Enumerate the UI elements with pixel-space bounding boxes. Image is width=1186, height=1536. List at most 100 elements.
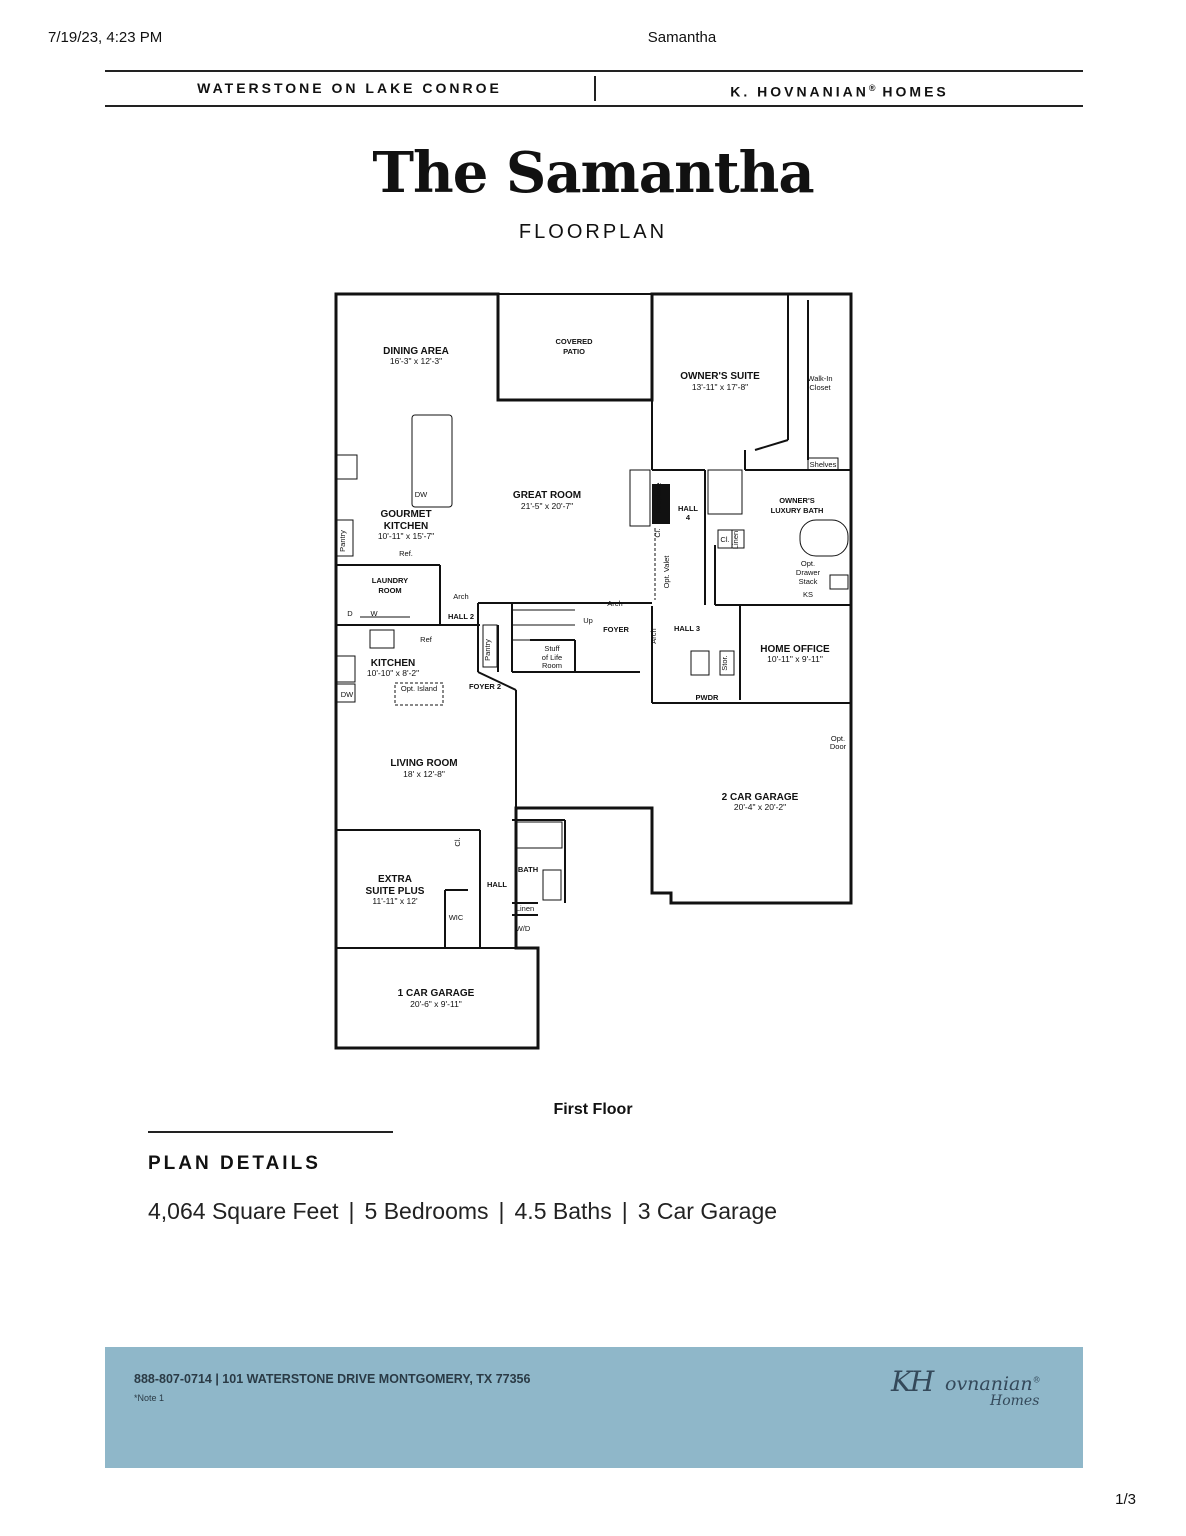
label-dryer: D: [347, 609, 353, 618]
optional-items: [394, 528, 656, 706]
label-stairs-up: Up: [583, 616, 593, 625]
label-shelves: Shelves: [810, 460, 837, 469]
label-wd: W/D: [516, 924, 531, 933]
room-name-patio-1: COVERED: [555, 337, 593, 346]
print-date: 7/19/23, 4:23 PM: [48, 29, 163, 46]
label-wic: WIC: [449, 913, 464, 922]
label-pwdr: PWDR: [696, 693, 719, 702]
label-opt-drawer-1: Opt.: [801, 559, 815, 568]
room-name-2-car-garage: 2 CAR GARAGE: [722, 792, 799, 803]
label-dw-1: DW: [415, 490, 428, 499]
room-name-gourmet-2: KITCHEN: [384, 521, 428, 532]
room-name-luxbath-2: LUXURY BATH: [771, 506, 824, 515]
stat-separator: |: [498, 1198, 505, 1224]
label-hall4-a: HALL: [678, 504, 698, 513]
floorplan-caption: First Floor: [553, 1101, 633, 1118]
label-opt-door-2: Door: [830, 742, 847, 751]
stat-bedrooms: 5 Bedrooms: [364, 1198, 489, 1224]
header-bar: WATERSTONE ON LAKE CONROE K. HOVNANIAN® …: [105, 70, 1083, 107]
label-arch-3: Arch: [649, 628, 658, 643]
room-name-laundry-1: LAUNDRY: [372, 576, 408, 585]
page-subtitle: FLOORPLAN: [518, 221, 668, 243]
logo-ovnanian: ovnanian®: [945, 1373, 1041, 1395]
label-bath: BATH: [518, 865, 538, 874]
label-stuff-3: Room: [542, 661, 562, 670]
room-dims-great-room: 21'-5" x 20'-7": [521, 501, 573, 511]
floorplan-drawing: DINING AREA 16'-3" x 12'-3" COVERED PATI…: [334, 292, 853, 1050]
label-washer: W: [370, 609, 378, 618]
logo-homes: Homes: [990, 1393, 1040, 1409]
room-dims-extra-suite: 11'-11" x 12': [372, 896, 418, 906]
label-hall4-b: 4: [686, 513, 691, 522]
print-page-number: 1/3: [1115, 1491, 1136, 1508]
label-dw-2: DW: [341, 690, 354, 699]
community-name: WATERSTONE ON LAKE CONROE: [197, 80, 502, 96]
room-name-walkin-1: Walk-In: [807, 374, 832, 383]
exterior-walls: [334, 292, 853, 1050]
room-name-owners-suite: OWNER'S SUITE: [680, 371, 760, 382]
label-foyer2: FOYER 2: [469, 682, 501, 691]
label-opt-drawer-2: Drawer: [796, 568, 821, 577]
builder-logo: KH ovnanian® Homes: [891, 1365, 1051, 1410]
room-name-hall3: HALL 3: [674, 624, 700, 633]
label-stuff-2: of Life: [542, 653, 562, 662]
label-ref-2: Ref: [420, 635, 433, 644]
label-closet-1: Cl.: [653, 528, 662, 537]
room-dims-1-car-garage: 20'-6" x 9'-11": [410, 999, 462, 1009]
page-title: The Samantha: [372, 140, 814, 206]
label-arch-1: Arch: [453, 592, 468, 601]
label-opt-door-1: Opt.: [831, 734, 845, 743]
interior-walls: [336, 293, 851, 949]
room-name-dining: DINING AREA: [383, 346, 449, 357]
label-opt-island: Opt. Island: [401, 684, 437, 693]
label-hall: HALL: [487, 880, 507, 889]
label-storage: Stor.: [720, 655, 729, 670]
footer-contact: 888-807-0714 | 101 WATERSTONE DRIVE MONT…: [134, 1372, 531, 1386]
room-name-extra-suite-1: EXTRA: [378, 874, 412, 885]
footer-banner: 888-807-0714 | 101 WATERSTONE DRIVE MONT…: [105, 1347, 1083, 1468]
stat-garage: 3 Car Garage: [637, 1198, 778, 1224]
stat-square-feet: 4,064 Square Feet: [148, 1198, 339, 1224]
room-name-luxbath-1: OWNER'S: [779, 496, 815, 505]
label-opt-drawer-3: Stack: [799, 577, 818, 586]
footer-note: *Note 1: [134, 1393, 165, 1403]
room-dims-dining: 16'-3" x 12'-3": [390, 356, 442, 366]
stat-separator: |: [348, 1198, 355, 1224]
label-stuff-1: Stuff: [544, 644, 560, 653]
room-name-patio-2: PATIO: [563, 347, 585, 356]
builder-name: K. HOVNANIAN® HOMES: [730, 83, 949, 100]
room-name-great-room: GREAT ROOM: [513, 490, 581, 501]
room-name-laundry-2: ROOM: [378, 586, 401, 595]
print-title: Samantha: [647, 29, 717, 46]
room-name-foyer: FOYER: [603, 625, 629, 634]
room-name-walkin-2: Closet: [809, 383, 831, 392]
fixtures: [336, 414, 849, 901]
label-opt-valet: Opt. Valet: [662, 555, 671, 589]
room-dims-2-car-garage: 20'-4" x 20'-2": [734, 802, 786, 812]
label-ref-1: Ref.: [399, 549, 413, 558]
room-dims-gourmet: 10'-11" x 15'-7": [378, 531, 434, 541]
room-dims-living-room: 18' x 12'-8": [403, 769, 445, 779]
stat-separator: |: [621, 1198, 628, 1224]
label-ks: KS: [803, 590, 813, 599]
room-dims-owners-suite: 13'-11" x 17'-8": [692, 382, 748, 392]
label-pantry-1: Pantry: [338, 530, 347, 552]
room-dims-home-office: 10'-11" x 9'-11": [767, 654, 823, 664]
label-arch-2: Arch: [607, 599, 622, 608]
room-dims-kitchen: 10'-10" x 8'-2": [367, 668, 419, 678]
label-closet-2: Cl.: [720, 535, 729, 544]
room-name-extra-suite-2: SUITE PLUS: [366, 886, 425, 897]
room-name-1-car-garage: 1 CAR GARAGE: [398, 988, 475, 999]
label-linen-2: Linen: [516, 904, 534, 913]
stat-baths: 4.5 Baths: [514, 1198, 612, 1224]
room-name-living-room: LIVING ROOM: [390, 758, 457, 769]
fireplace-block: [652, 484, 670, 524]
header-divider: [594, 76, 596, 101]
label-linen-1: Linen: [731, 531, 740, 549]
room-name-gourmet-1: GOURMET: [380, 509, 431, 520]
label-hall2: HALL 2: [448, 612, 474, 621]
label-closet-3: Cl.: [453, 837, 462, 846]
room-name-kitchen: KITCHEN: [371, 658, 415, 669]
logo-kh: KH: [891, 1365, 934, 1398]
label-fireplace: Fireplace: [654, 483, 663, 514]
